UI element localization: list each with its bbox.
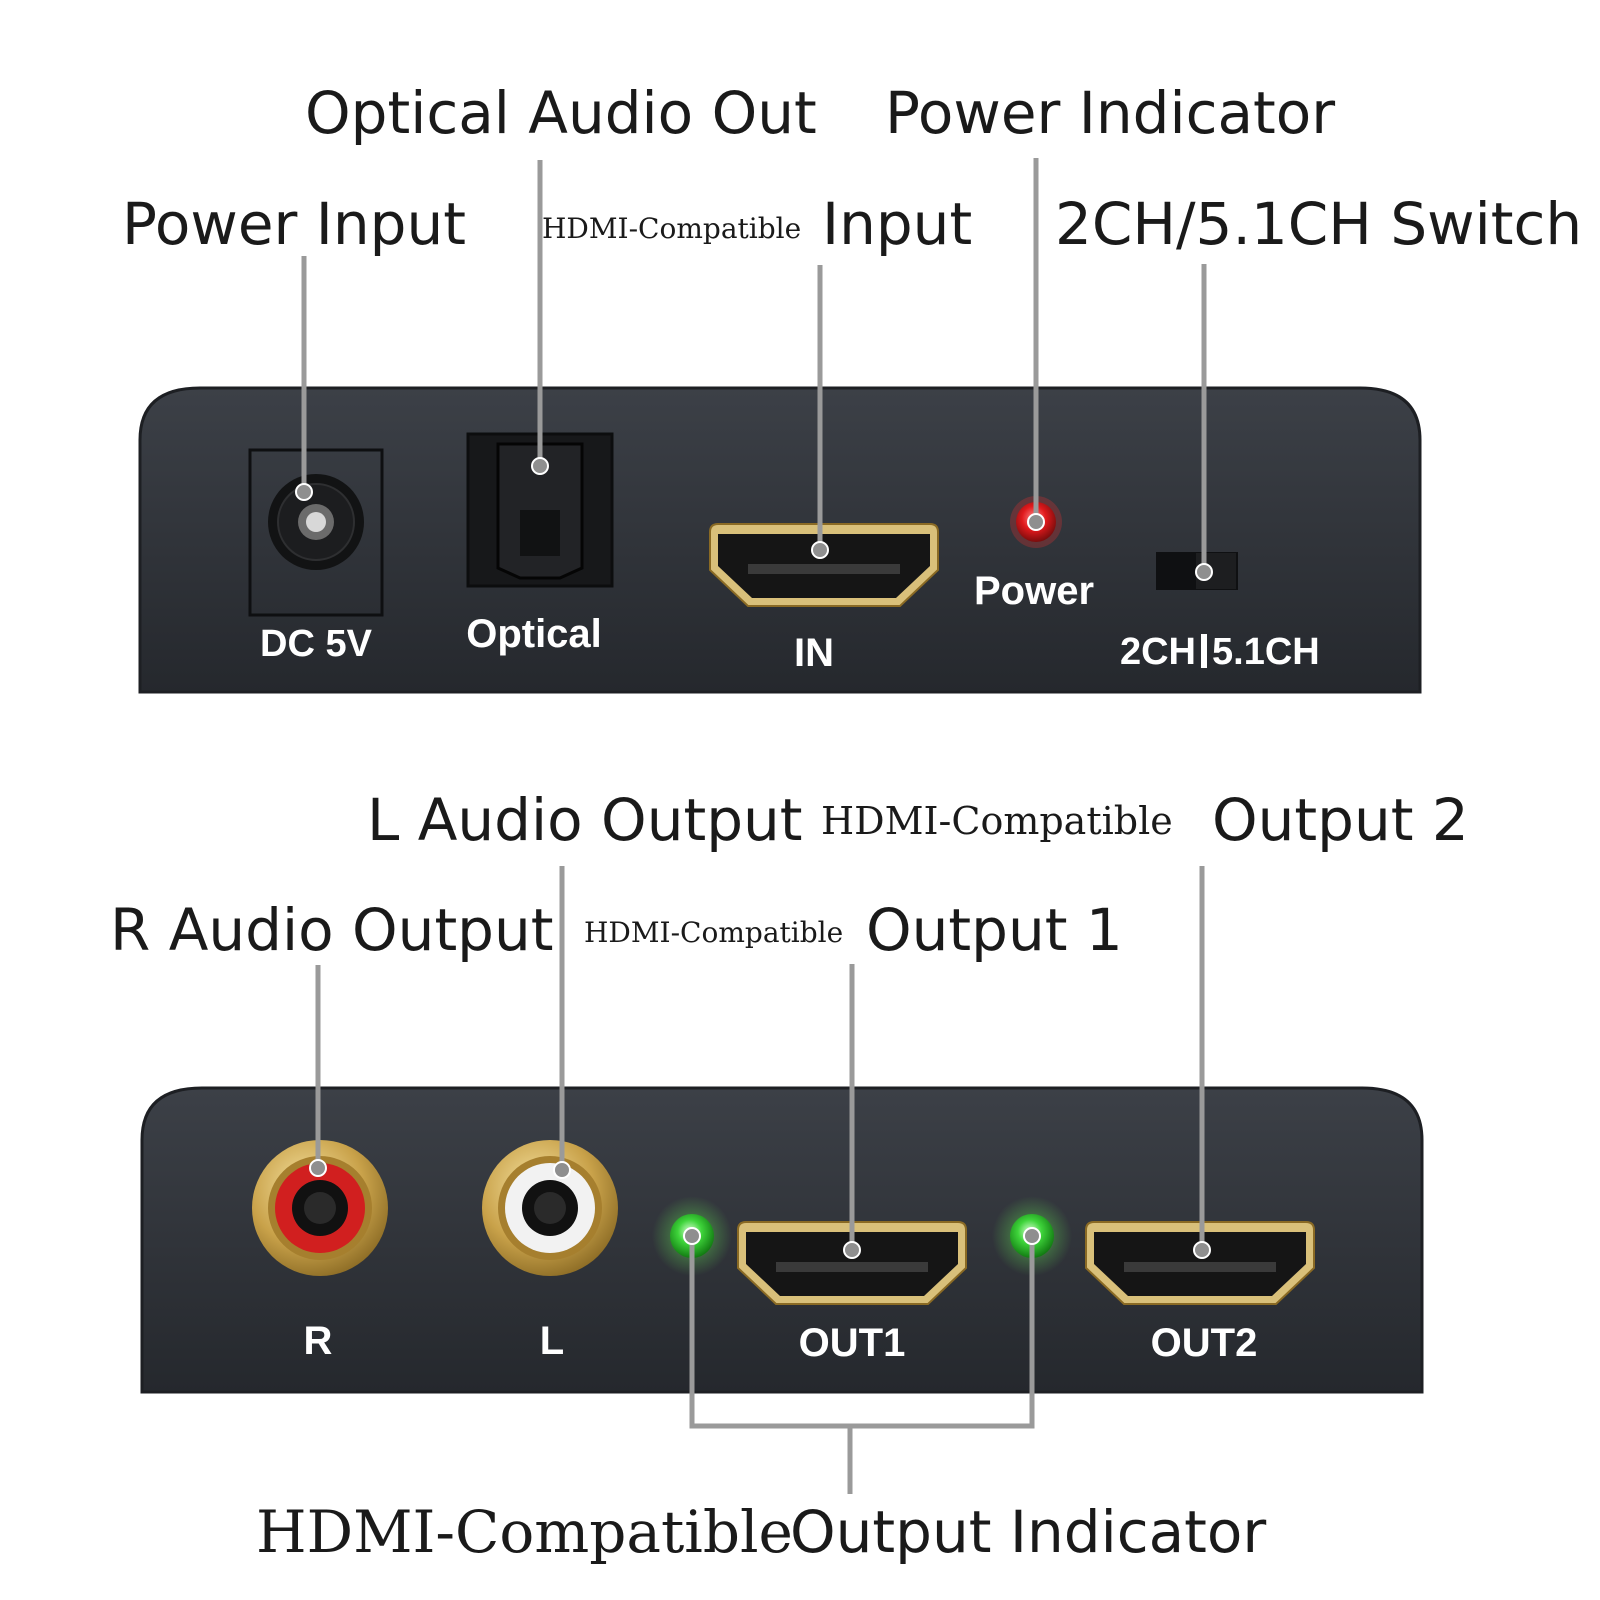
- hdmi-out2-port[interactable]: [1085, 1221, 1315, 1305]
- hdmi-input-callout: Input: [822, 190, 972, 258]
- r-audio-output-callout: R Audio Output: [110, 896, 554, 964]
- top-leader-lines: [295, 158, 1213, 581]
- switch-label-left: 2CH: [1120, 631, 1196, 673]
- optical-audio-out-callout: Optical Audio Out: [305, 79, 817, 147]
- output-indicator-callout: Output Indicator: [790, 1498, 1266, 1566]
- out2-label: OUT2: [1151, 1321, 1258, 1365]
- hdmi-in-port[interactable]: [709, 523, 939, 607]
- power-indicator-callout: Power Indicator: [885, 79, 1335, 147]
- l-label: L: [540, 1319, 564, 1363]
- hdmi-out1-callout: Output 1: [866, 896, 1123, 964]
- hdmi-out1-prefix: HDMI-Compatible: [584, 916, 843, 949]
- bottom-leader-lines: [309, 866, 1211, 1494]
- dc-label: DC 5V: [260, 623, 373, 665]
- optical-label: Optical: [466, 612, 602, 656]
- hdmi-out2-prefix: HDMI-Compatible: [821, 799, 1173, 843]
- output-indicator-prefix: HDMI-Compatible: [256, 1498, 793, 1566]
- rca-r-jack[interactable]: [252, 1140, 388, 1276]
- power-led-label: Power: [974, 569, 1094, 613]
- rca-l-jack[interactable]: [482, 1140, 618, 1276]
- power-input-callout: Power Input: [122, 190, 466, 258]
- hdmi-input-prefix: HDMI-Compatible: [542, 212, 801, 245]
- ch-switch-callout: 2CH/5.1CH Switch: [1055, 190, 1582, 258]
- switch-label-divider: [1201, 634, 1207, 668]
- in-label: IN: [794, 631, 834, 675]
- l-audio-output-callout: L Audio Output: [367, 786, 803, 854]
- dc-power-jack[interactable]: [248, 448, 384, 617]
- out1-label: OUT1: [799, 1321, 906, 1365]
- hdmi-out1-port[interactable]: [737, 1221, 967, 1305]
- hdmi-out2-callout: Output 2: [1212, 786, 1469, 854]
- switch-label-right: 5.1CH: [1212, 631, 1320, 673]
- r-label: R: [304, 1319, 333, 1363]
